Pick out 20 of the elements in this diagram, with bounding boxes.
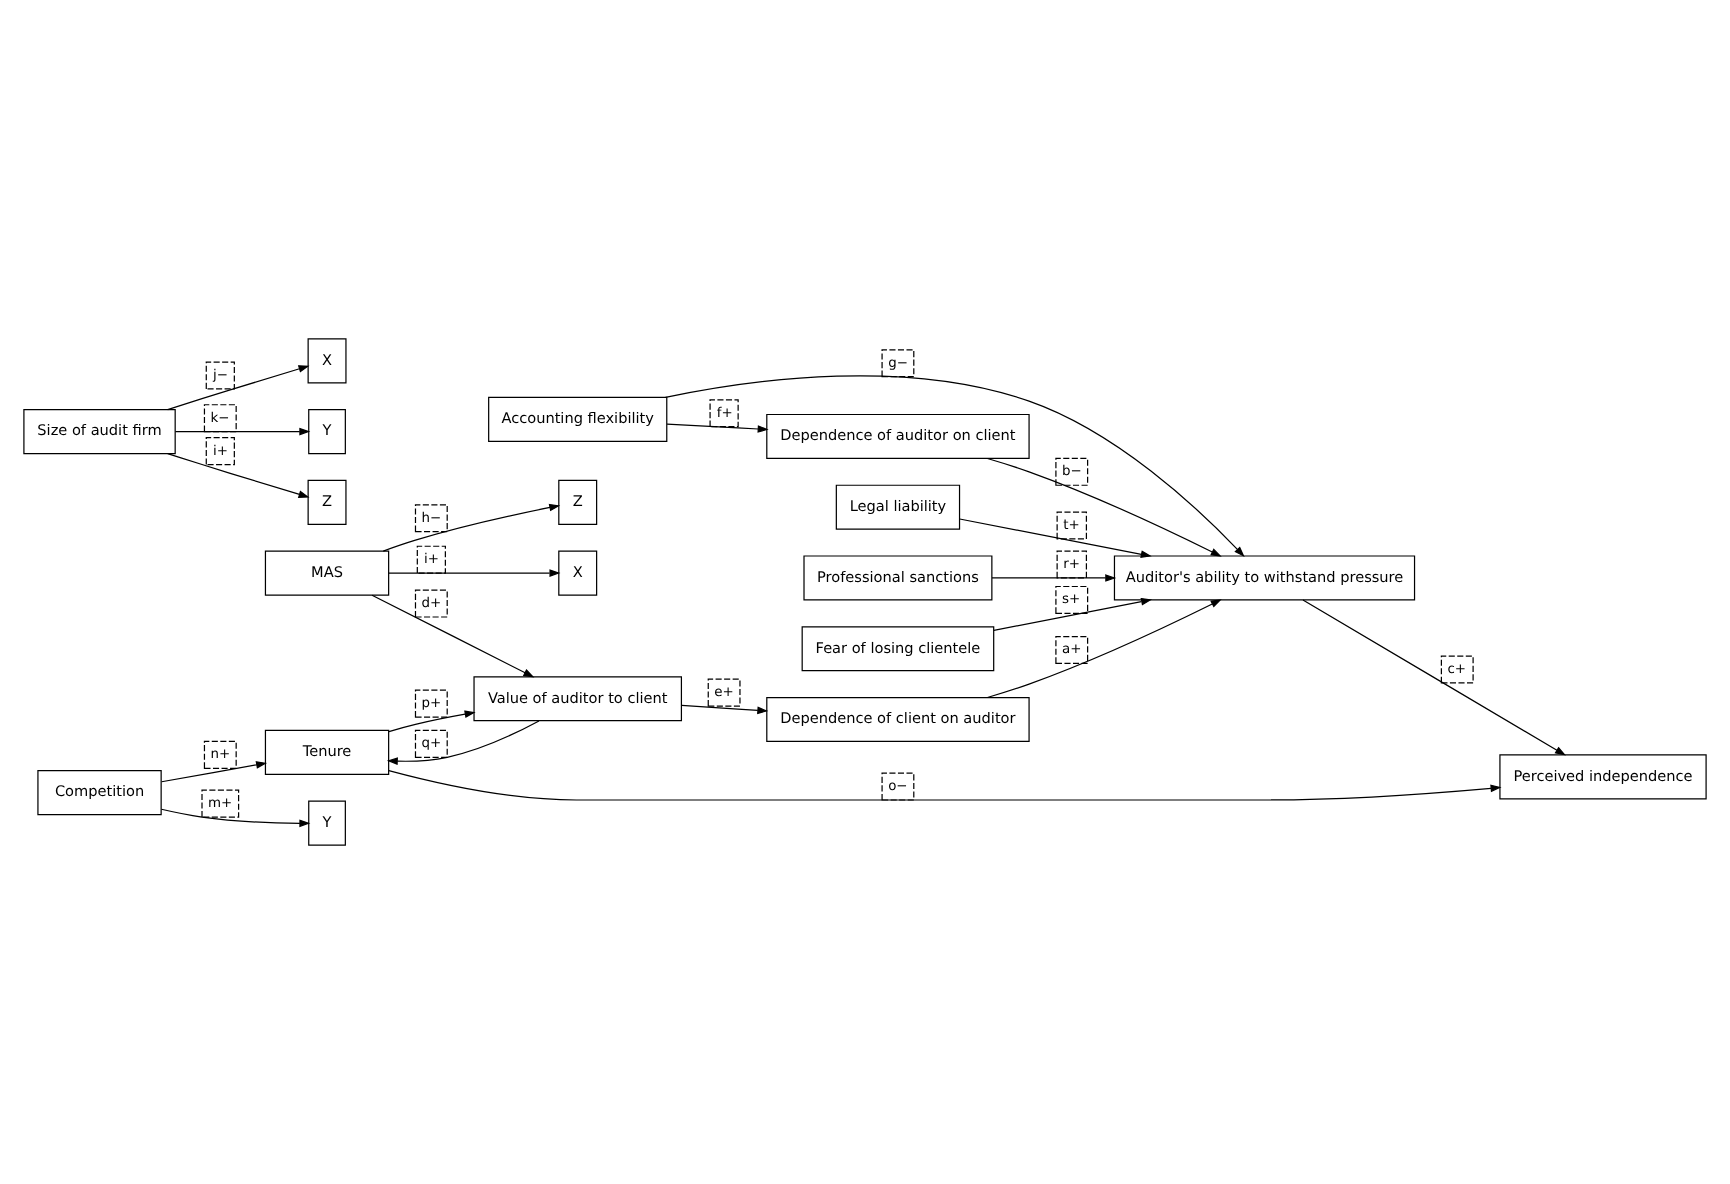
arrow [664, 375, 1245, 558]
arrow [959, 518, 1152, 558]
arrow [986, 457, 1222, 557]
arrow [160, 808, 311, 828]
arrow [388, 569, 561, 577]
arrow [167, 365, 310, 411]
arrow [666, 423, 769, 433]
arrow [1302, 599, 1566, 756]
arrow [371, 594, 535, 678]
arrow [386, 720, 540, 765]
arrow [388, 710, 476, 733]
arrow [167, 452, 310, 498]
arrow [681, 704, 769, 715]
arrow [986, 599, 1222, 699]
arrow [161, 761, 268, 783]
arrow [382, 503, 561, 552]
arrow [993, 597, 1153, 631]
arrow [174, 427, 311, 436]
arrow [388, 770, 1502, 801]
arrow [991, 574, 1117, 582]
